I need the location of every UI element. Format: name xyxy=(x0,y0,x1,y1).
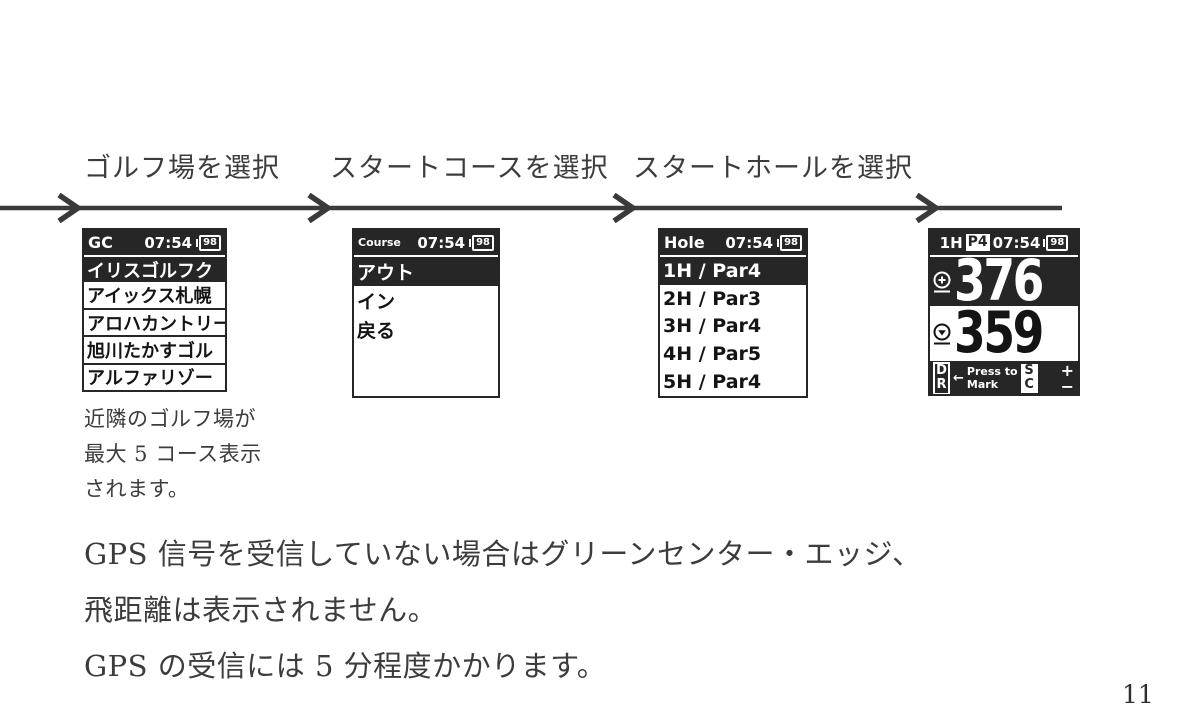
list-item: アロハカントリー xyxy=(84,310,225,338)
battery-level: 98 xyxy=(780,234,802,251)
gps-note: GPS 信号を受信していない場合はグリーンセンター・エッジ、 飛距離は表示されま… xyxy=(84,526,922,694)
screen-title: Hole xyxy=(664,233,705,252)
course-list: アウト イン 戻る xyxy=(354,257,498,344)
page-number: 11 xyxy=(1122,680,1154,709)
screen-title: Course xyxy=(358,236,401,249)
plus-minus-labels: + − xyxy=(1060,361,1075,396)
screen-header: 1H P4 07:54 98 xyxy=(930,230,1078,257)
battery-nub xyxy=(469,238,472,247)
list-item-selected: アウト xyxy=(354,257,498,286)
hole-list: 1H / Par4 2H / Par3 3H / Par4 4H / Par5 … xyxy=(660,257,806,396)
battery-icon: 98 xyxy=(196,234,221,251)
flow-arrow xyxy=(0,193,1062,223)
mark: Mark xyxy=(966,377,999,391)
list-item: 4H / Par5 xyxy=(663,343,762,366)
dr-button-label: D R xyxy=(933,362,950,394)
clock: 07:54 xyxy=(992,233,1041,252)
distance-screen-bottom-bar: D R ← Press to Mark S C + − xyxy=(930,361,1078,396)
list-item: 5H / Par4 xyxy=(663,371,762,394)
list-item: 旭川たかすゴル xyxy=(84,337,225,365)
list-item-selected: イリスゴルフク xyxy=(84,257,225,283)
list-item: アイックス札幌 xyxy=(84,282,225,310)
battery-nub xyxy=(777,238,780,247)
battery-icon: 98 xyxy=(469,234,494,251)
battery-nub xyxy=(1043,238,1046,247)
list-item: 2H / Par3 xyxy=(663,287,762,310)
sc-bottom: C xyxy=(1024,377,1034,392)
green-edge-distance: 359 xyxy=(954,299,1044,366)
list-item: 戻る xyxy=(357,320,396,342)
screen-hole-list: Hole 07:54 98 1H / Par4 2H / Par3 3H / P… xyxy=(658,228,808,398)
battery-nub xyxy=(196,238,199,247)
green-edge-icon xyxy=(933,323,951,344)
battery-icon: 98 xyxy=(1043,234,1069,251)
step-label-select-golf-course: ゴルフ場を選択 xyxy=(84,153,280,184)
battery-level: 98 xyxy=(1046,234,1069,251)
screen-title: GC xyxy=(88,233,113,252)
screen-header: Course 07:54 98 xyxy=(354,230,498,257)
plus-icon: + xyxy=(1060,361,1074,381)
caption-line: 近隣のゴルフ場が xyxy=(84,407,256,431)
note-line: 飛距離は表示されません。 xyxy=(84,593,438,627)
golf-course-list: イリスゴルフク アイックス札幌 アロハカントリー 旭川たかすゴル アルファリゾー xyxy=(84,257,225,390)
step-label-select-start-course: スタートコースを選択 xyxy=(330,153,609,184)
clock: 07:54 xyxy=(725,233,774,252)
screen-header: Hole 07:54 98 xyxy=(660,230,806,257)
battery-level: 98 xyxy=(199,234,221,251)
sc-button-label: S C xyxy=(1020,363,1038,393)
green-center-icon xyxy=(933,271,951,292)
hole-number: 1H xyxy=(939,233,963,252)
screen-course-list: Course 07:54 98 アウト イン 戻る xyxy=(352,228,500,398)
green-edge-distance-row: 359 xyxy=(930,299,1078,366)
battery-level: 98 xyxy=(472,234,494,251)
list-item: イン xyxy=(357,291,396,313)
list-item: アルファリゾー xyxy=(87,368,213,390)
step-label-select-start-hole: スタートホールを選択 xyxy=(633,153,913,184)
press-to: Press to xyxy=(966,364,1018,378)
screen-golf-course-list: GC 07:54 98 イリスゴルフク アイックス札幌 アロハカントリー 旭川た… xyxy=(82,228,227,392)
list-item: 3H / Par4 xyxy=(663,315,762,338)
clock: 07:54 xyxy=(417,233,466,252)
note-line: GPS 信号を受信していない場合はグリーンセンター・エッジ、 xyxy=(84,537,922,571)
par-badge: P4 xyxy=(965,234,990,251)
sc-top: S xyxy=(1024,363,1034,379)
caption-line: 最大 5 コース表示 xyxy=(84,442,262,466)
dr-top: D xyxy=(936,363,947,379)
screen-header: GC 07:54 98 xyxy=(84,230,225,257)
minus-icon: − xyxy=(1060,376,1074,396)
clock: 07:54 xyxy=(144,233,193,252)
list-item-selected: 1H / Par4 xyxy=(660,257,806,285)
left-arrow-icon: ← xyxy=(953,371,964,386)
nearby-courses-caption: 近隣のゴルフ場が 最大 5 コース表示 されます。 xyxy=(84,402,262,507)
green-center-distance: 376 xyxy=(954,247,1044,314)
caption-line: されます。 xyxy=(84,477,190,501)
battery-icon: 98 xyxy=(777,234,802,251)
green-center-distance-row: 376 xyxy=(930,247,1078,314)
press-to-mark-label: Press to Mark xyxy=(966,364,1018,391)
note-line: GPS の受信には 5 分程度かかります。 xyxy=(84,649,607,683)
screen-distance: 1H P4 07:54 98 376 359 xyxy=(928,228,1080,396)
dr-bottom: R xyxy=(936,377,947,392)
